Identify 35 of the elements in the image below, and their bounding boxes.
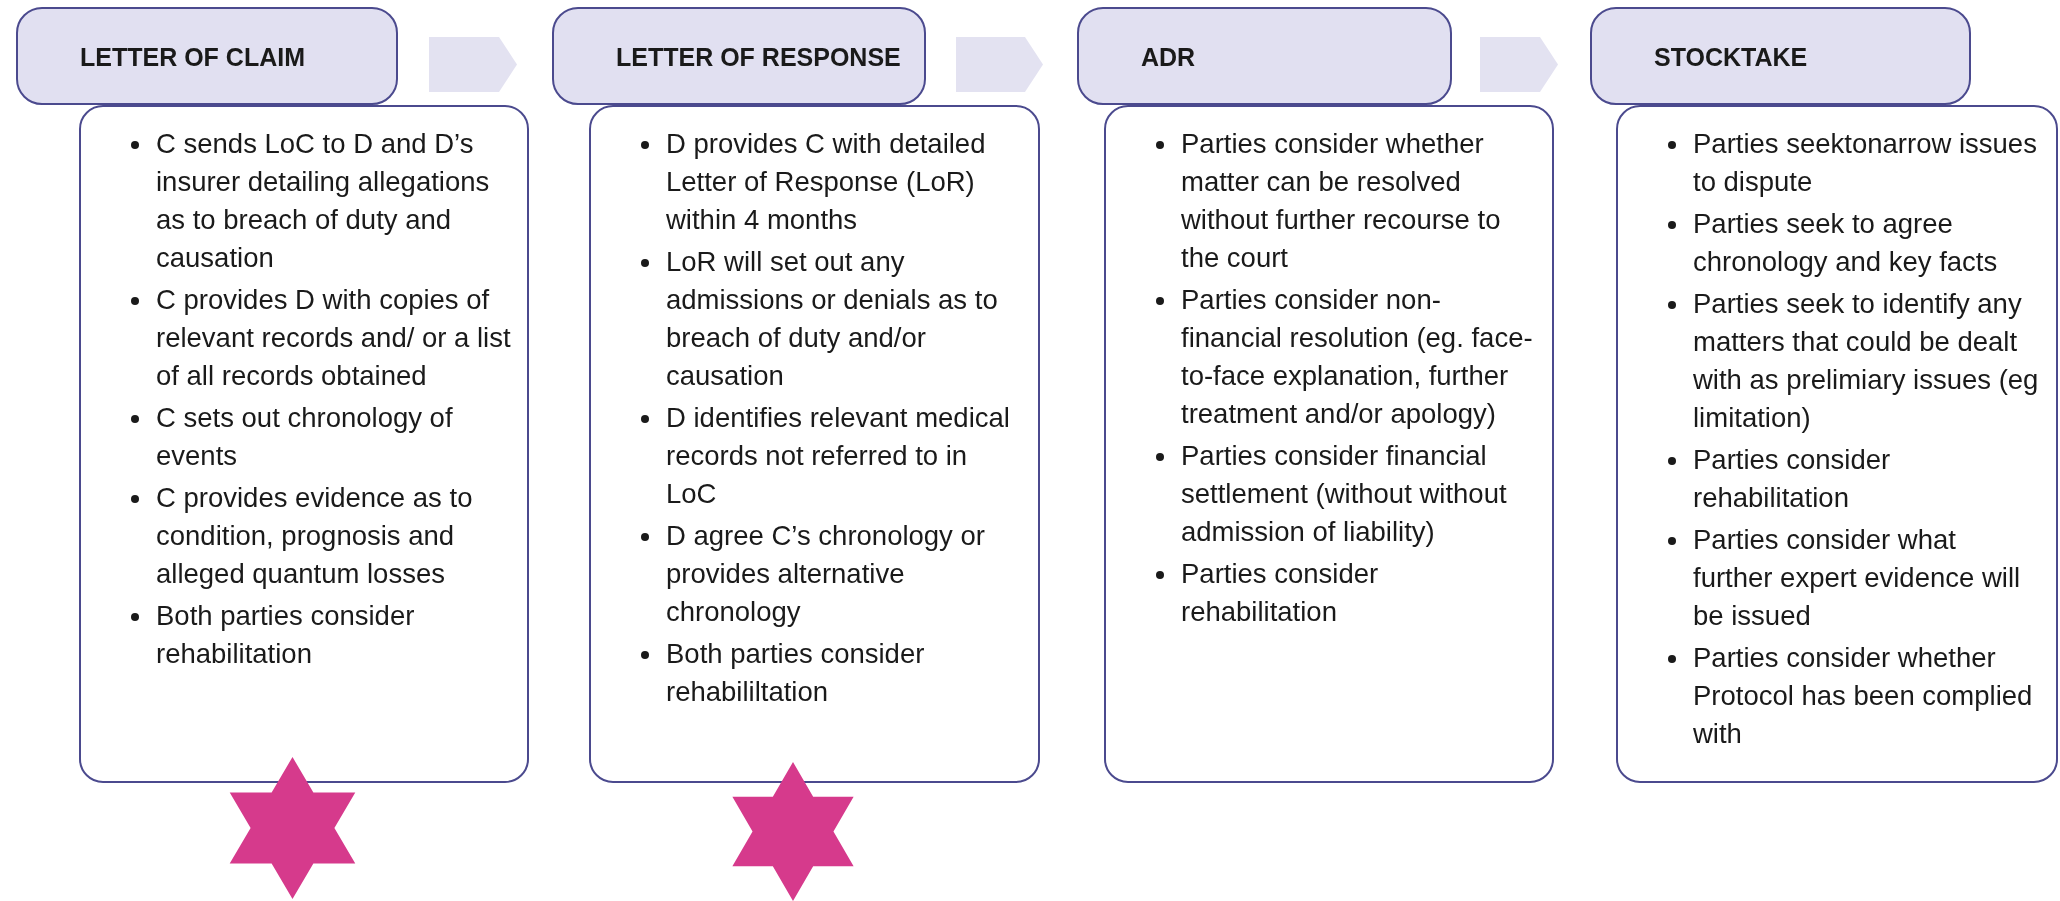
bullet-item: Parties consider whether Protocol has been complied with (1693, 641, 2034, 751)
bullet-item: C sends LoC to D and D’s insurer detailing allegations as to breach of duty and causation (156, 127, 491, 275)
bullet-item: Parties consider financial settlement (without without admission of liability) (1181, 439, 1508, 549)
stage-heading: LETTER OF RESPONSE (616, 43, 901, 72)
chevron-arrow (956, 37, 1043, 92)
bullet-item: D identifies relevant medical records not referred to in LoC (666, 401, 1011, 511)
bullet-item: D provides C with detailed Letter of Response (LoR) within 4 months (666, 127, 987, 237)
stage-heading: LETTER OF CLAIM (80, 43, 305, 72)
bullet-item: C provides D with copies of relevant records and/ or a list of all records obtained (156, 283, 512, 393)
bullet-item: Both parties consider rehabililtation (666, 637, 926, 709)
stage-tab (552, 7, 926, 105)
bullet-item: C provides evidence as to condition, prognosis and alleged quantum losses (156, 481, 474, 591)
bullet-item: Parties seek to identify any matters that could be dealt with as prelimiary issues (eg limitation) (1693, 287, 2040, 435)
stage-tab (1590, 7, 1971, 105)
stage-card (589, 105, 1040, 783)
bullet-item: Parties consider rehabilitation (1181, 557, 1380, 629)
bullet-item: Parties consider whether matter can be resolved without further recourse to the court (1181, 127, 1502, 275)
stage-tab (1077, 7, 1452, 105)
bullet-item: LoR will set out any admissions or denials as to breach of duty and/or causation (666, 245, 999, 393)
stage-card (1104, 105, 1554, 783)
bullet-item: Both parties consider rehabilitation (156, 599, 416, 671)
stage-heading: STOCKTAKE (1654, 43, 1808, 72)
stage-tab (16, 7, 398, 105)
chevron-arrow (429, 37, 517, 92)
stage-card (79, 105, 529, 783)
chevron-arrow (1480, 37, 1558, 92)
stage-heading: ADR (1141, 43, 1196, 72)
bullet-item: C sets out chronology of events (156, 401, 454, 473)
bullet-item: Parties consider what further expert evidence will be issued (1693, 523, 2022, 633)
bullet-item: Parties seektonarrow issues to dispute (1693, 127, 2038, 199)
bullet-item: Parties consider rehabilitation (1693, 443, 1892, 515)
stage-card (1616, 105, 2058, 783)
bullet-item: D agree C’s chronology or provides alternative chronology (666, 519, 986, 629)
bullet-item: Parties seek to agree chronology and key facts (1693, 207, 1999, 279)
bullet-item: Parties consider non-financial resolution (eg. face-to-face explanation, further treatment and/or apology) (1181, 283, 1534, 431)
